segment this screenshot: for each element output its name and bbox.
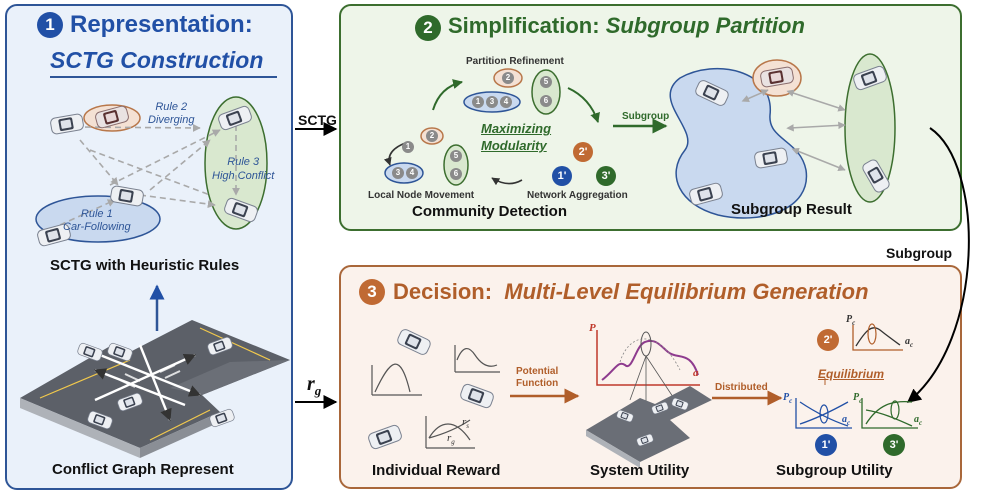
network-aggregation-label: Network Aggregation <box>527 190 628 201</box>
node-4-bottom: 4 <box>406 167 418 179</box>
community-detection-label: Community Detection <box>412 203 568 220</box>
step-2-badge: 2 <box>415 15 441 41</box>
rule3-label: Rule 3 High Conflict <box>212 156 275 182</box>
node-5-bottom: 5 <box>450 150 462 162</box>
panel1-subtitle: SCTG Construction <box>50 47 264 73</box>
subgroup-result-label: Subgroup Result <box>731 201 852 218</box>
node-3-top: 3 <box>486 96 498 108</box>
system-utility-plot <box>596 330 700 410</box>
subgroup-badge-1p: 1' <box>815 434 837 456</box>
aggregated-node-3p: 3' <box>596 166 616 186</box>
subgroup-curve-arrow <box>906 127 970 403</box>
green-axis-ac: ac <box>914 414 923 427</box>
node-2-bottom: 2 <box>426 130 438 142</box>
node-1-top: 1 <box>472 96 484 108</box>
potential-function-label: Potential Function <box>516 366 559 389</box>
rule1-label: Rule 1 Car-Following <box>63 208 131 233</box>
sctg-arrow-label: SCTG <box>298 112 337 128</box>
subgroup-utility-plot-green <box>861 398 918 429</box>
subgroup-links <box>741 89 846 171</box>
blue-axis-ac: ac <box>842 414 851 427</box>
intersection-illustration <box>20 320 290 458</box>
equilibrium-axis-ac: ac <box>905 336 914 349</box>
rg-arrow-label: rg <box>307 373 322 398</box>
aggregated-node-1p: 1' <box>552 166 572 186</box>
equilibrium-plot <box>852 323 903 351</box>
subgroup-arrow-label: Subgroup <box>622 111 670 122</box>
subgroup-utility-label: Subgroup Utility <box>776 462 893 479</box>
panel3-title: Decision: Multi-Level Equilibrium Genera… <box>393 279 869 304</box>
subgroup-badge-3p: 3' <box>883 434 905 456</box>
system-intersection <box>586 386 712 468</box>
aggregated-node-2p: 2' <box>573 142 593 162</box>
step-1-badge: 1 <box>37 12 63 38</box>
reward-rg-label: rg <box>447 432 455 447</box>
node-1-bottom: 1 <box>402 141 414 153</box>
subgroup-curve-label: Subgroup <box>886 245 953 261</box>
reward-rs-label: rs <box>462 416 470 431</box>
node-6-bottom: 6 <box>450 168 462 180</box>
system-axis-a: a <box>693 367 699 379</box>
node-4-top: 4 <box>500 96 512 108</box>
node-3-bottom: 3 <box>392 167 404 179</box>
distributed-label: Distributed <box>715 382 768 393</box>
node-5-top: 5 <box>540 76 552 88</box>
sctg-edges <box>59 123 240 226</box>
subgroup-badge-2p: 2' <box>817 329 839 351</box>
equilibrium-label: Equilibrium <box>818 367 884 381</box>
step-3-badge: 3 <box>359 279 385 305</box>
decision-panel <box>339 265 962 489</box>
rule2-label: Rule 2 Diverging <box>148 101 195 126</box>
equilibrium-axis-pc: Pc <box>846 314 856 327</box>
modularity-label: Modularity <box>481 138 547 153</box>
node-6-top: 6 <box>540 95 552 107</box>
partition-refinement-label: Partition Refinement <box>466 56 564 67</box>
blue-axis-pc: Pc <box>783 392 793 405</box>
panel2-title: Simplification: Subgroup Partition <box>448 13 805 38</box>
subgroup-utility-plot-blue <box>795 398 852 429</box>
caption-sctg-rules: SCTG with Heuristic Rules <box>50 257 240 274</box>
system-utility-label: System Utility <box>590 462 690 479</box>
caption-conflict-graph: Conflict Graph Represent <box>52 461 234 478</box>
local-node-movement-label: Local Node Movement <box>368 190 475 201</box>
reward-plots <box>371 345 500 449</box>
green-axis-pc: Pc <box>853 392 863 405</box>
node-2-top: 2 <box>502 72 514 84</box>
individual-reward-label: Individual Reward <box>372 462 501 479</box>
system-axis-p: P <box>589 322 596 334</box>
maximizing-label: Maximizing <box>481 121 552 136</box>
panel1-title: Representation: <box>70 11 253 38</box>
